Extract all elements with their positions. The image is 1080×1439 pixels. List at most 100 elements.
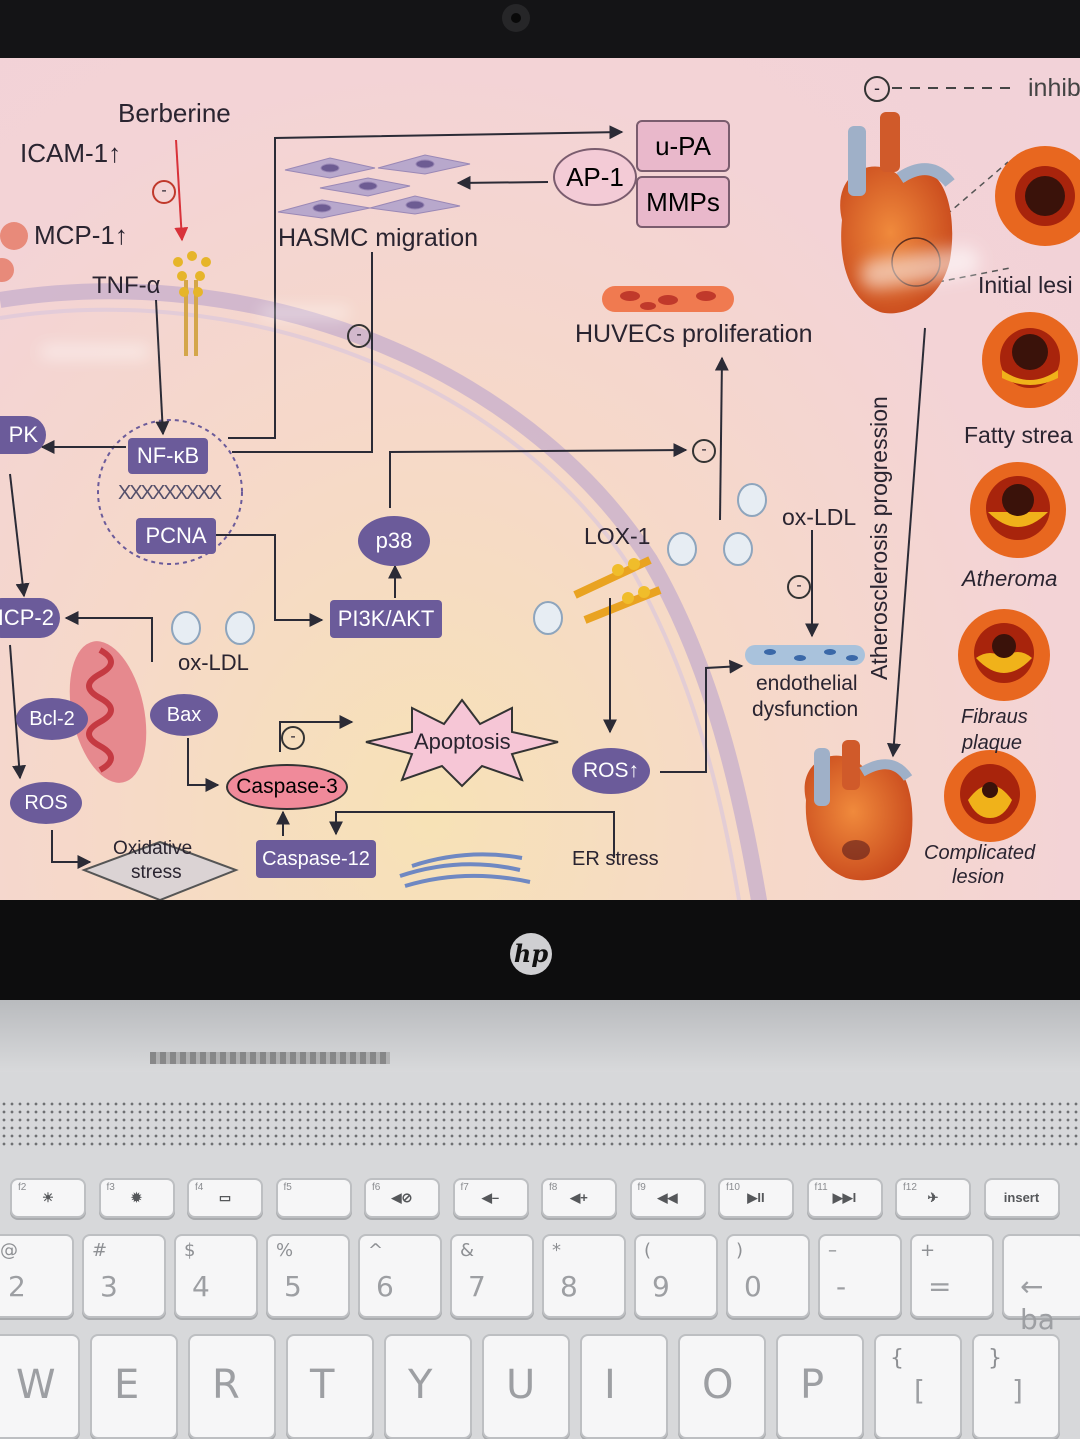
berberine-label: Berberine	[118, 98, 231, 129]
stage-complicated-label: Complicated	[924, 842, 1035, 865]
function-key-f6[interactable]: f6◀⊘	[364, 1178, 440, 1218]
pcna-node: PCNA	[136, 518, 216, 554]
key-main-symbol: ← ba	[1020, 1270, 1080, 1336]
letter-key-1[interactable]: E	[90, 1334, 178, 1439]
letter-key-0[interactable]: W	[0, 1334, 80, 1439]
letter-key-6[interactable]: I	[580, 1334, 668, 1439]
arrow-pk-mcp	[10, 474, 24, 596]
lox1-label: LOX-1	[584, 523, 650, 550]
number-key-1[interactable]: #3	[82, 1234, 166, 1318]
letter-key-10[interactable]: }]	[972, 1334, 1060, 1439]
key-main-symbol: 5	[284, 1270, 302, 1303]
key-main-symbol: 0	[744, 1270, 762, 1303]
key-shift-symbol: *	[552, 1240, 561, 1261]
function-key-f11[interactable]: f11▶▶I	[807, 1178, 883, 1218]
dna-strand: XXXXXXXXX	[118, 482, 220, 505]
pk-node: PK	[0, 416, 46, 454]
arrow-p38-right	[390, 450, 686, 508]
number-key-6[interactable]: *8	[542, 1234, 626, 1318]
endothelial-label: endothelial	[756, 672, 858, 696]
key-main-symbol: P	[800, 1362, 824, 1408]
number-key-11[interactable]: ← ba	[1002, 1234, 1080, 1318]
artery-stage-1	[995, 146, 1080, 246]
number-key-4[interactable]: ^6	[358, 1234, 442, 1318]
letter-key-4[interactable]: Y	[384, 1334, 472, 1439]
key-shift-symbol: $	[184, 1240, 195, 1261]
apoptosis-label: Apoptosis	[414, 729, 511, 755]
key-main-symbol: 9	[652, 1270, 670, 1303]
number-key-7[interactable]: (9	[634, 1234, 718, 1318]
key-main-symbol: W	[16, 1362, 56, 1408]
hasmc-cells	[278, 155, 470, 218]
letter-key-9[interactable]: {[	[874, 1334, 962, 1439]
artery-stage-3	[970, 462, 1066, 558]
function-key-icon: ☀	[12, 1190, 84, 1206]
function-key-f7[interactable]: f7◀–	[453, 1178, 529, 1218]
number-key-5[interactable]: &7	[450, 1234, 534, 1318]
function-key-f5[interactable]: f5	[276, 1178, 352, 1218]
key-main-symbol: -	[836, 1270, 846, 1303]
inhibit-symbol: -	[692, 439, 716, 463]
key-shift-symbol: @	[0, 1240, 18, 1261]
key-shift-symbol: %	[276, 1240, 293, 1261]
stress-label: stress	[131, 862, 182, 884]
key-main-symbol: 8	[560, 1270, 578, 1303]
mcp1-label: MCP-1↑	[34, 220, 128, 251]
arrow-oxldl-huvec	[720, 358, 722, 520]
heart-bottom-image	[805, 740, 913, 880]
key-main-symbol: 2	[8, 1270, 26, 1303]
bcl2-node: Bcl-2	[16, 698, 88, 740]
key-main-symbol: O	[702, 1362, 733, 1408]
letter-key-5[interactable]: U	[482, 1334, 570, 1439]
function-key-f3[interactable]: f3✹	[99, 1178, 175, 1218]
function-key-f8[interactable]: f8◀+	[541, 1178, 617, 1218]
key-main-symbol: T	[310, 1362, 334, 1408]
key-shift-symbol: &	[460, 1240, 474, 1261]
key-shift-symbol: }	[988, 1346, 1002, 1371]
artery-stage-4	[958, 609, 1050, 701]
artery-stage-2	[982, 312, 1078, 408]
number-key-8[interactable]: )0	[726, 1234, 810, 1318]
arrow-pcna-pi3k	[215, 535, 322, 620]
oxldl-left-label: ox-LDL	[178, 650, 249, 676]
key-shift-symbol: {	[890, 1346, 904, 1371]
icam1-label: ICAM-1↑	[20, 138, 121, 169]
letter-key-7[interactable]: O	[678, 1334, 766, 1439]
number-key-2[interactable]: $4	[174, 1234, 258, 1318]
number-key-10[interactable]: +=	[910, 1234, 994, 1318]
key-shift-symbol: +	[920, 1240, 935, 1261]
function-key-f2[interactable]: f2☀	[10, 1178, 86, 1218]
letter-key-8[interactable]: P	[776, 1334, 864, 1439]
key-main-symbol: 3	[100, 1270, 118, 1303]
hp-logo: hp	[510, 933, 552, 975]
ap1-node: AP-1	[553, 148, 637, 206]
letter-key-2[interactable]: R	[188, 1334, 276, 1439]
bax-node: Bax	[150, 694, 218, 736]
key-shift-symbol: (	[644, 1240, 651, 1261]
function-key-f10[interactable]: f10▶II	[718, 1178, 794, 1218]
number-key-9[interactable]: –-	[818, 1234, 902, 1318]
key-main-symbol: 6	[376, 1270, 394, 1303]
letter-key-3[interactable]: T	[286, 1334, 374, 1439]
function-key-icon: ✹	[101, 1190, 173, 1206]
oxidative-label: Oxidative	[113, 838, 192, 860]
p38-node: p38	[358, 516, 430, 566]
artery-stage-5	[944, 750, 1036, 842]
function-key-f12[interactable]: f12✈	[895, 1178, 971, 1218]
function-key-insert[interactable]: insert	[984, 1178, 1060, 1218]
upa-node: u-PA	[636, 120, 730, 172]
key-main-symbol: I	[604, 1362, 616, 1408]
number-key-3[interactable]: %5	[266, 1234, 350, 1318]
nfkb-node: NF-κB	[128, 438, 208, 474]
key-shift-symbol: ^	[368, 1240, 383, 1261]
dysfunction-label: dysfunction	[752, 698, 858, 722]
stage-lesion-label: lesion	[952, 866, 1004, 889]
function-key-f4[interactable]: f4▭	[187, 1178, 263, 1218]
stage-initial-label: Initial lesi	[978, 272, 1073, 299]
function-key-f9[interactable]: f9◀◀	[630, 1178, 706, 1218]
function-key-icon: insert	[986, 1190, 1058, 1205]
mcp-bead-icon	[0, 222, 28, 250]
inhibit-legend-label: inhib	[1028, 74, 1080, 103]
number-key-0[interactable]: @2	[0, 1234, 74, 1318]
ros-left-node: ROS	[10, 782, 82, 824]
